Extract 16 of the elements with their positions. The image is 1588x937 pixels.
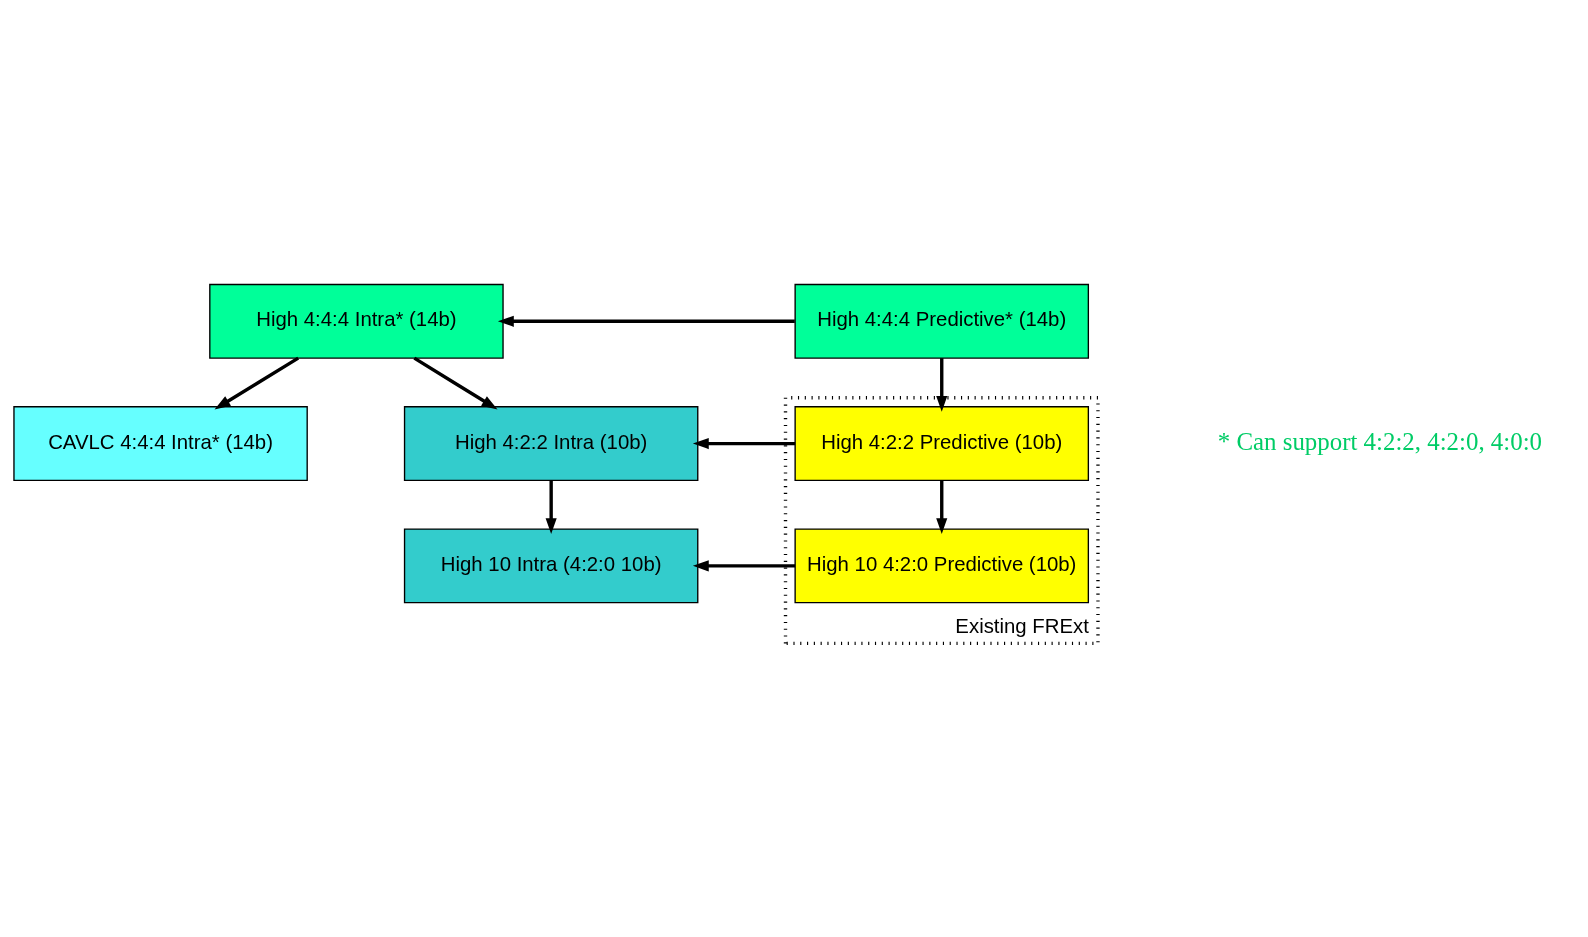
node-box: High 4:4:4 Predictive* (14b) xyxy=(794,283,1090,359)
node-box: High 4:4:4 Intra* (14b) xyxy=(209,283,504,359)
arrow xyxy=(545,480,557,535)
node-box: CAVLC 4:4:4 Intra* (14b) xyxy=(13,406,308,482)
arrow xyxy=(413,356,498,410)
arrow xyxy=(692,438,796,450)
node-box: High 4:2:2 Predictive (10b) xyxy=(794,406,1090,482)
arrow xyxy=(214,356,300,410)
node-box: High 10 4:2:0 Predictive (10b) xyxy=(794,528,1090,604)
node-box: High 10 Intra (4:2:0 10b) xyxy=(403,528,699,604)
arrow xyxy=(497,315,795,327)
arrow xyxy=(936,480,948,535)
arrow xyxy=(936,358,948,412)
label: * Can support 4:2:2, 4:2:0, 4:0:0 xyxy=(1217,427,1543,455)
arrow xyxy=(692,560,796,572)
node-box: High 4:2:2 Intra (10b) xyxy=(403,406,699,482)
